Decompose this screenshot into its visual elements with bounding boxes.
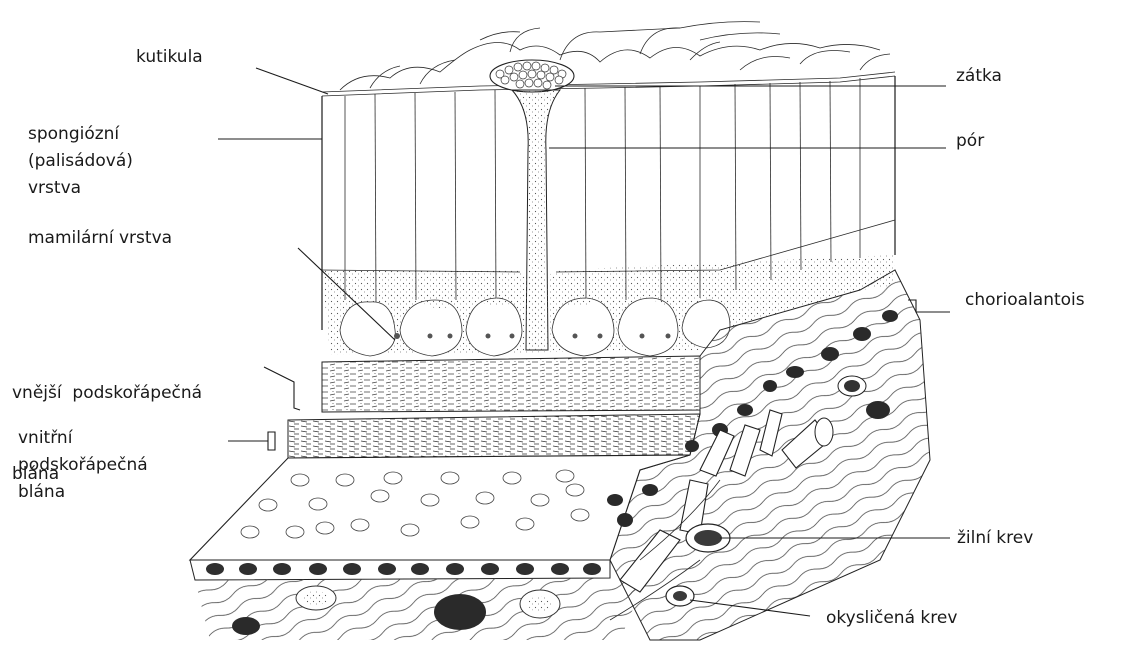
label-vnitrni-line3: blána	[18, 479, 148, 506]
label-zatka: zátka	[956, 63, 1002, 90]
label-kutikula: kutikula	[136, 44, 203, 71]
bottom-connective-tissue	[195, 578, 640, 640]
label-vnitrni-podskorapecna-blana: vnitřní podskořápečná blána	[18, 425, 148, 506]
label-por: pór	[956, 128, 984, 155]
label-zilni-krev: žilní krev	[957, 525, 1033, 552]
label-chorioalantois: chorioalantois	[965, 287, 1085, 314]
label-spongiozni-line2: (palisádová)	[28, 148, 133, 175]
label-vnitrni-line1: vnitřní	[18, 425, 148, 452]
cuticle-network	[322, 22, 895, 96]
label-mamilarni-vrstva: mamilární vrstva	[28, 225, 172, 252]
label-spongiozni-vrstva: spongiózní (palisádová) vrstva	[28, 121, 133, 202]
label-okyslicena-krev: okysličená krev	[826, 605, 957, 632]
label-vnejsi-line1: vnější podskořápečná	[12, 380, 202, 407]
pore-plug	[490, 60, 574, 92]
label-vnitrni-line2: podskořápečná	[18, 452, 148, 479]
label-spongiozni-line3: vrstva	[28, 175, 133, 202]
outer-shell-membrane	[322, 356, 700, 412]
label-spongiozni-line1: spongiózní	[28, 121, 133, 148]
inner-shell-membrane	[288, 414, 700, 458]
